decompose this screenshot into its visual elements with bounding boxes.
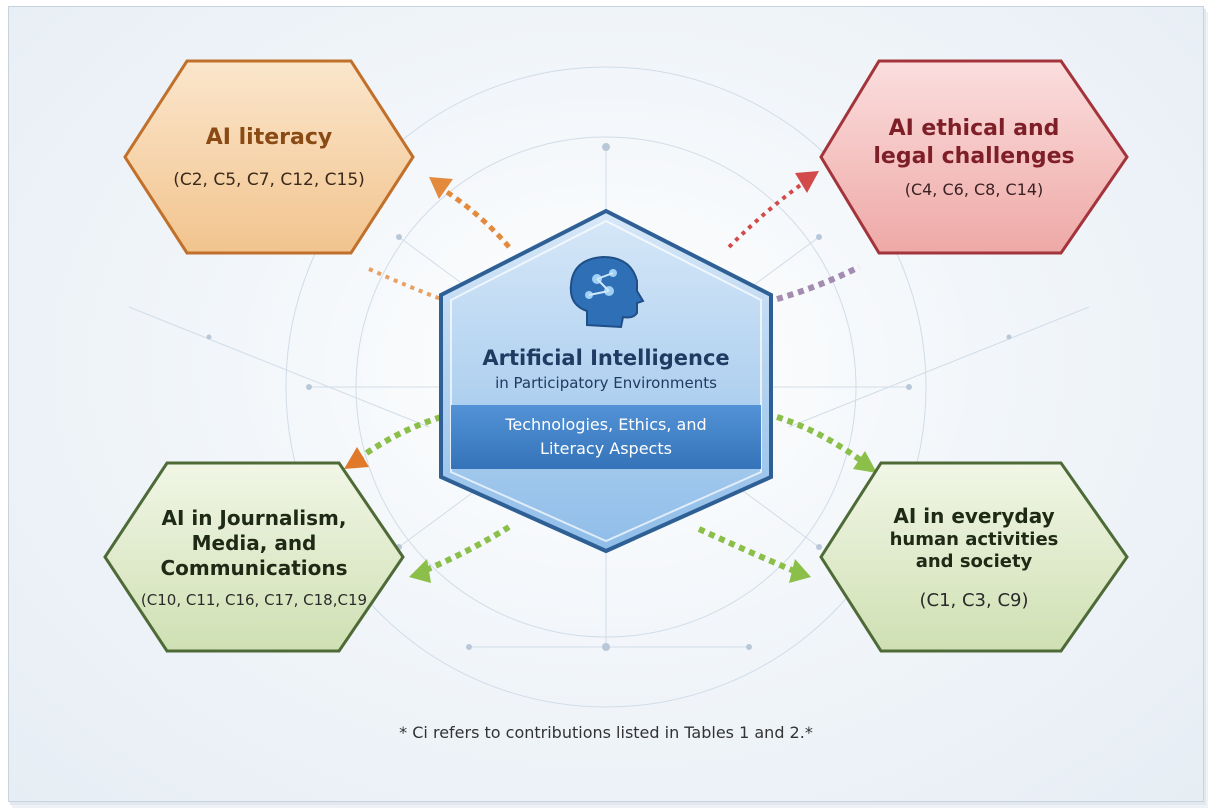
node-ai-literacy: AI literacy (C2, C5, C7, C12, C15) [125,61,413,253]
node-ai-journalism: AI in Journalism, Media, and Communicati… [105,463,403,651]
node-title-line2: legal challenges [873,143,1075,169]
node-codes: (C2, C5, C7, C12, C15) [173,169,365,190]
center-band [451,405,761,469]
node-codes: (C10, C11, C16, C17, C18,C19 [140,590,368,609]
arrow-to-everyday [697,414,877,583]
center-subtitle: in Participatory Environments [495,374,717,392]
background-network [103,59,1129,708]
ai-head-icon [569,255,645,329]
node-title-line1: AI in everyday [893,503,1055,528]
hex-literacy-shape [123,59,415,255]
arrow-to-journalism [344,414,511,583]
node-title-line2: Media, and [191,530,317,555]
arrow-to-literacy [368,177,511,301]
center-band-line1: Technologies, Ethics, and [505,415,707,434]
arrow-to-ethics [727,171,861,302]
node-title-line2: human activities [889,528,1059,550]
node-title-line1: AI ethical and [888,116,1060,141]
hex-journalism-shape [103,461,405,653]
node-center: Artificial Intelligence in Participatory… [441,339,771,399]
center-band-text: Technologies, Ethics, and Literacy Aspec… [451,405,761,469]
hex-everyday-shape [819,461,1129,653]
footnote: * Ci refers to contributions listed in T… [399,723,813,742]
hex-ethics-shape [819,59,1129,255]
center-band-line2: Literacy Aspects [540,439,672,458]
node-title: AI literacy [205,125,333,151]
node-title-line3: Communications [160,555,348,580]
node-codes: (C1, C3, C9) [919,589,1029,611]
node-codes: (C4, C6, C8, C14) [904,180,1044,199]
diagram-frame: AI literacy (C2, C5, C7, C12, C15) AI et… [8,6,1204,802]
node-ai-ethics: AI ethical and legal challenges (C4, C6,… [821,61,1127,253]
node-title-line1: AI in Journalism, [161,505,347,530]
node-title-line3: and society [915,551,1033,572]
center-title: Artificial Intelligence [482,346,730,370]
node-ai-everyday: AI in everyday human activities and soci… [821,463,1127,651]
